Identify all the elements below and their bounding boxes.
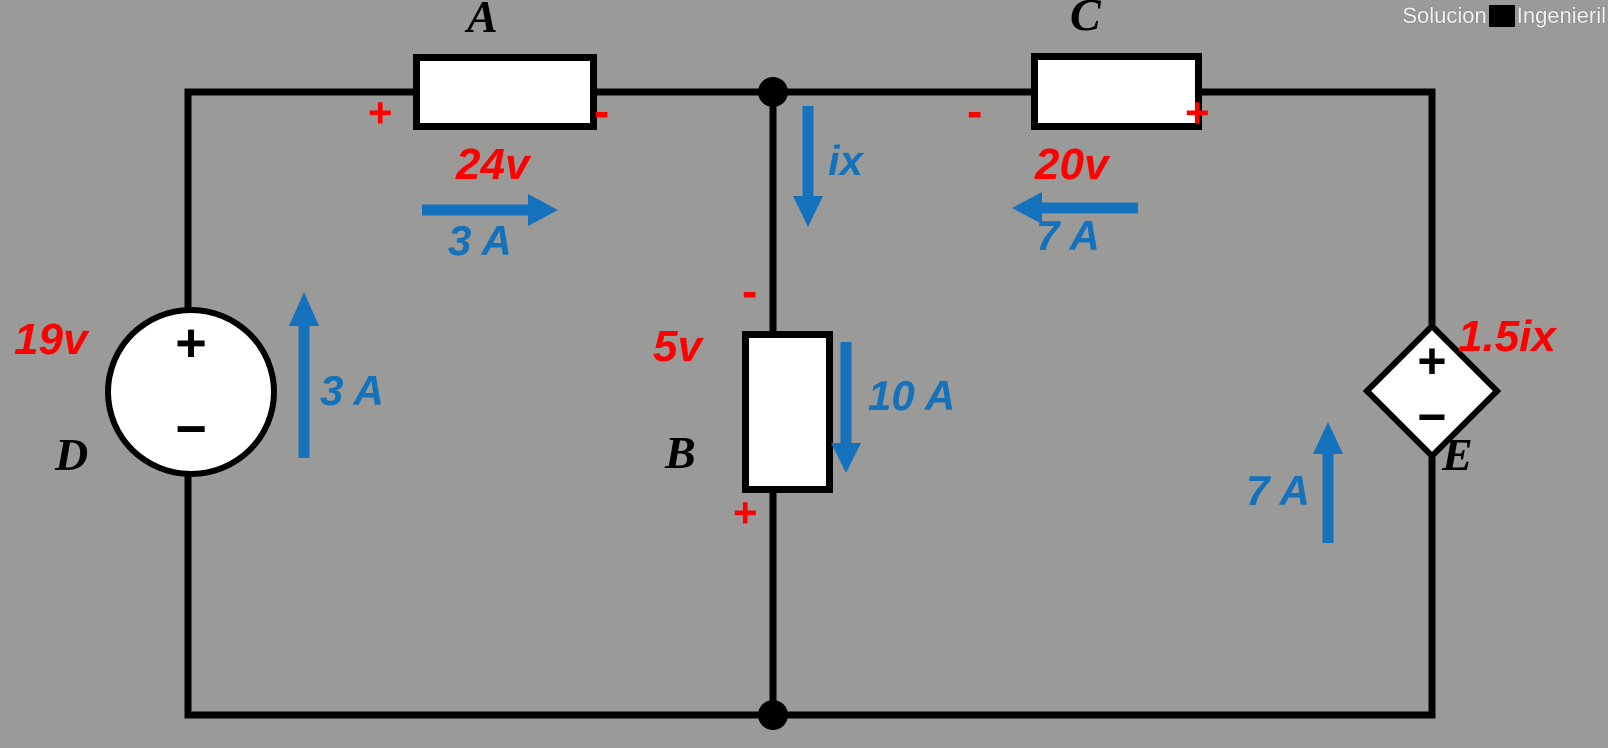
element-b-polarity-bottom: + [733,489,758,536]
element-a-current-label: 3 A [448,217,512,264]
node-current-ix-label: ix [828,137,864,184]
element-d-sign-top: + [175,313,207,373]
watermark-text-right: Ingenieril [1516,3,1606,28]
element-e-current-label: 7 A [1246,467,1310,514]
junction-dot-bottom [758,700,788,730]
element-a-label: A [467,0,498,42]
element-e-voltage: 1.5ix [1458,312,1556,361]
element-b-current-arrow [831,342,861,473]
element-d-body[interactable] [105,307,277,477]
element-e-label: E [1442,429,1473,480]
element-c-current-label: 7 A [1036,212,1100,259]
element-e-current-arrow [1313,422,1343,543]
element-b-current-label: 10 A [868,372,956,419]
watermark-text-left: Solucion [1402,3,1487,28]
node-current-ix-arrow [793,106,823,227]
watermark-black-block [1488,5,1515,27]
element-b-label: B [665,427,696,478]
watermark: Solucion Ingenieril [1402,2,1606,30]
element-a-current-arrow [422,194,558,226]
element-d-current-arrow [289,292,319,458]
element-e-sign-top: + [1417,333,1447,389]
element-e-sign-bottom: − [1417,389,1447,445]
element-c-body[interactable] [1031,53,1202,130]
element-c-polarity-right: + [1185,89,1210,136]
element-b-voltage: 5v [653,322,702,371]
element-c-label: C [1070,0,1101,40]
element-d-sign-bottom: − [175,399,207,459]
element-a-voltage: 24v [456,140,530,189]
element-c-current-arrow [1012,192,1138,224]
element-a-polarity-left: + [368,89,393,136]
junction-dot-top [758,77,788,107]
element-d-voltage: 19v [14,315,88,364]
element-c-polarity-left: - [967,85,983,137]
element-d-current-label: 3 A [320,367,384,414]
element-a-body[interactable] [413,54,597,130]
element-b-polarity-top: - [742,265,758,317]
element-b-body[interactable] [742,331,833,493]
element-c-voltage: 20v [1035,140,1109,189]
element-a-polarity-right: - [594,85,610,137]
element-d-label: D [55,429,89,480]
